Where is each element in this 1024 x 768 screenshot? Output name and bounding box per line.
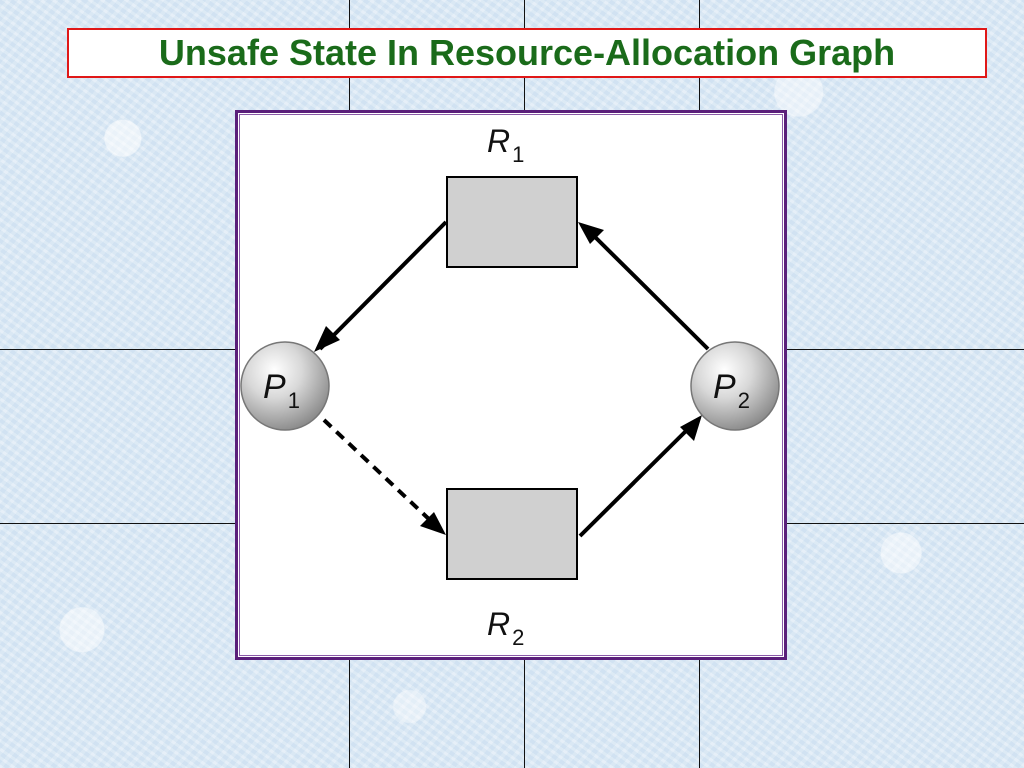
process-p1-circle [240,341,330,431]
edge-p1-to-r2-dashed [322,418,446,535]
process-p1-label: P1 [263,368,300,413]
process-p2-circle [690,341,780,431]
edge-r2-to-p2 [578,415,702,538]
resource-r1-box [446,176,578,268]
process-p2-label: P2 [713,368,750,413]
title-box: Unsafe State In Resource-Allocation Grap… [67,28,987,78]
resource-r1-label: R1 [487,123,524,167]
resource-r2-box [446,488,578,580]
resource-r2-label: R2 [487,606,524,650]
edge-p2-to-r1 [578,222,710,351]
slide-title: Unsafe State In Resource-Allocation Grap… [158,32,896,73]
edge-r1-to-p1 [314,220,448,352]
